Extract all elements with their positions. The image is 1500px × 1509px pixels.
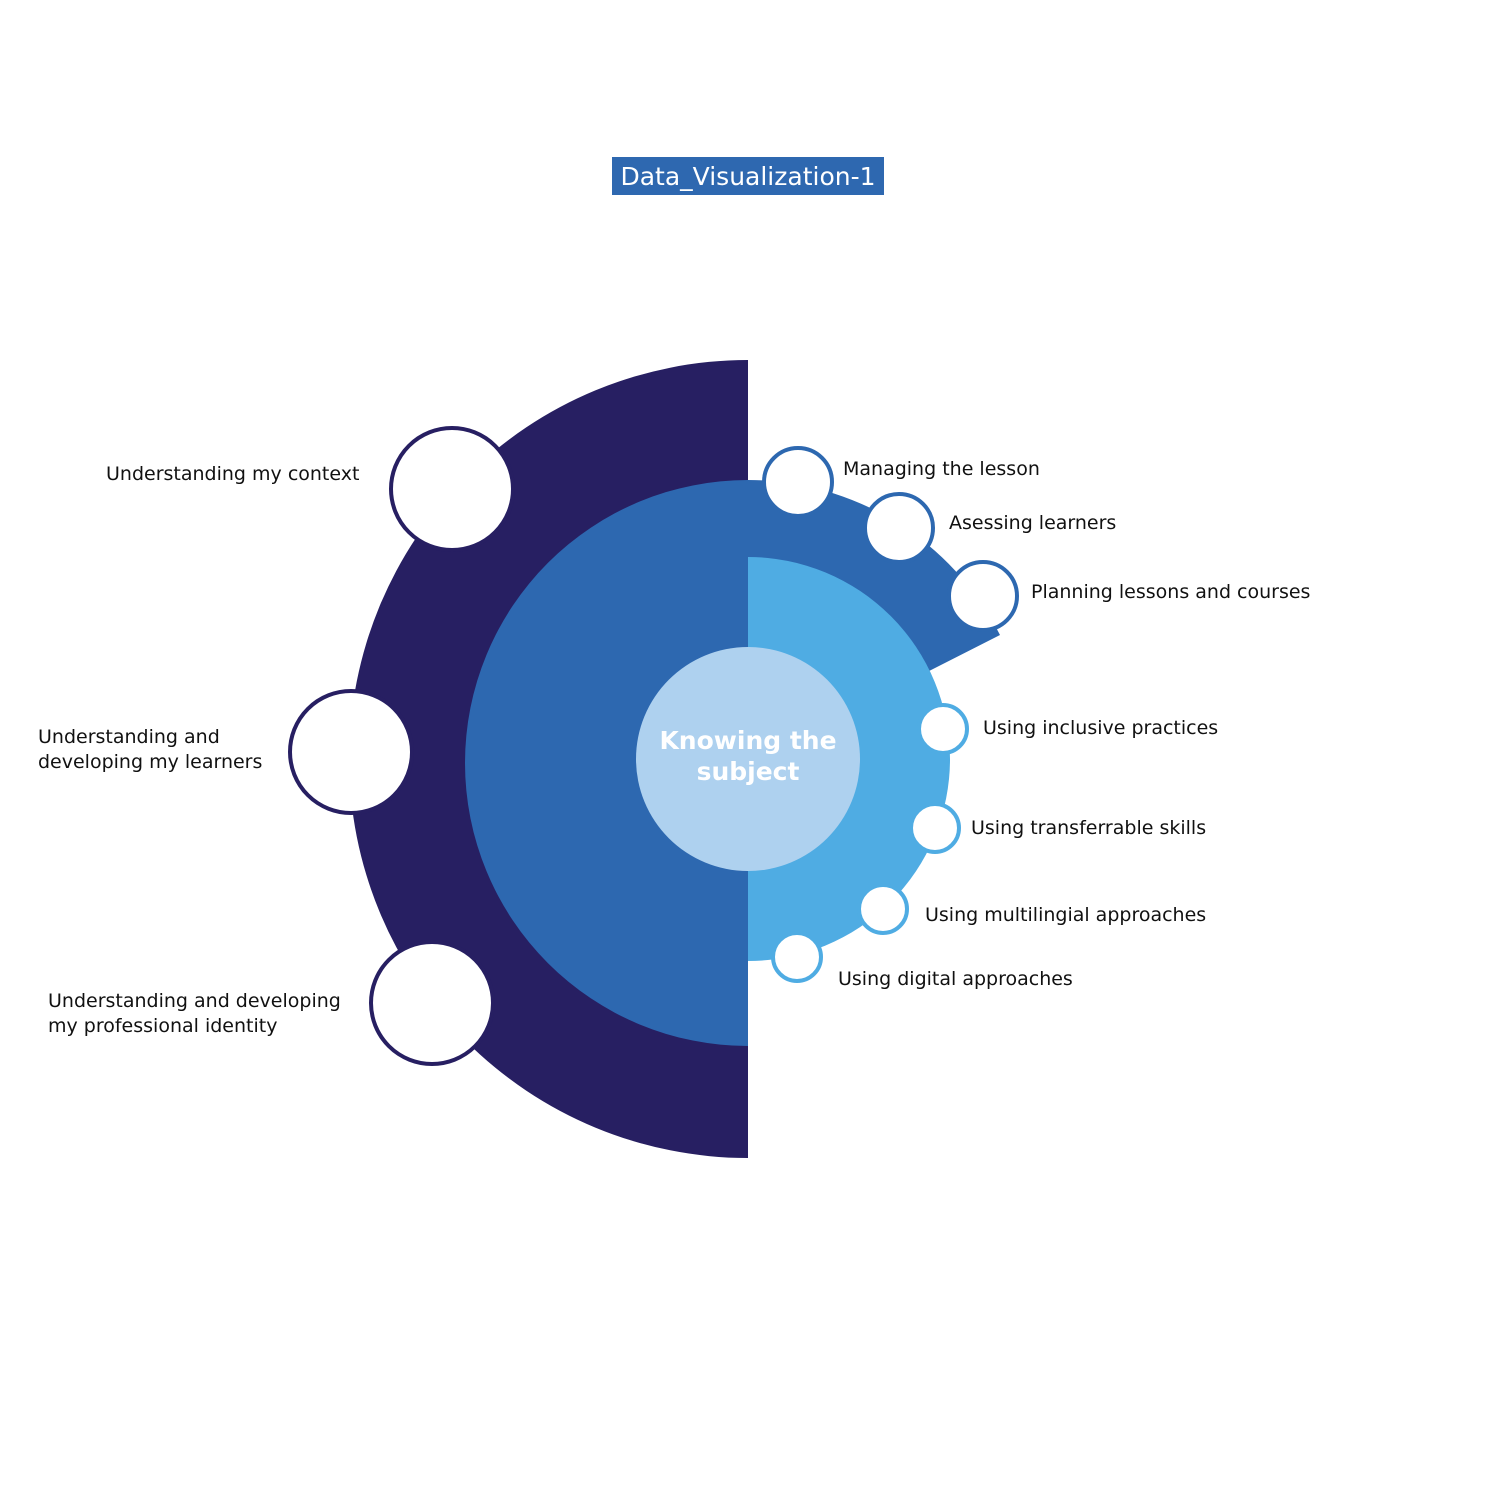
node-inclusive-practices[interactable] [917,703,969,755]
label-inclusive-practices: Using inclusive practices [983,717,1219,739]
node-assessing-learners[interactable] [863,492,935,564]
label-professional-identity: Understanding and developing my professi… [48,990,341,1037]
node-understanding-context[interactable] [389,426,515,552]
title-background [612,157,884,195]
node-professional-identity[interactable] [369,940,495,1066]
label-multilingual-approaches: Using multilingial approaches [925,904,1207,926]
node-understanding-learners[interactable] [288,689,414,815]
label-understanding-learners: Understanding and developing my learners [38,726,263,773]
core-circle [636,647,860,871]
chart-title: Data_Visualization-1 [620,161,876,191]
label-managing-lesson: Managing the lesson [843,458,1040,480]
node-managing-lesson[interactable] [762,446,834,518]
node-transferrable-skills[interactable] [909,802,961,854]
center-label: Knowing the subject [659,726,837,786]
node-planning-lessons[interactable] [947,560,1019,632]
label-planning-lessons: Planning lessons and courses [1031,581,1311,603]
label-digital-approaches: Using digital approaches [838,968,1073,990]
label-transferrable-skills: Using transferrable skills [971,817,1207,839]
node-digital-approaches[interactable] [771,931,823,983]
label-assessing-learners: Asessing learners [949,512,1117,534]
node-multilingual-approaches[interactable] [857,883,909,935]
label-understanding-context: Understanding my context [106,463,360,485]
